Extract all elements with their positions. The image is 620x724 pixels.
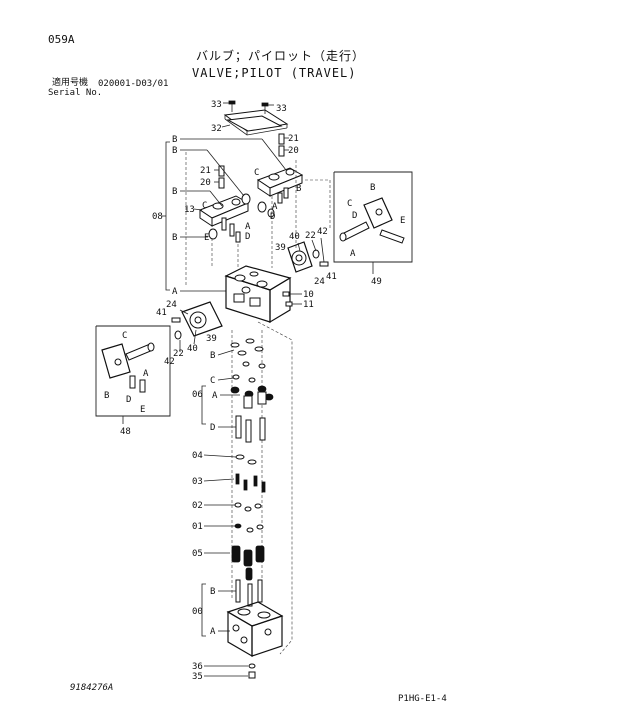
cam-assembly-part bbox=[198, 195, 250, 243]
letter-B: B bbox=[172, 233, 177, 243]
washer-part bbox=[235, 454, 257, 465]
valve-body-part bbox=[224, 265, 292, 324]
serial-label-english: Serial No. bbox=[48, 88, 103, 98]
title-japanese: バルブ；パイロット（走行） bbox=[196, 49, 366, 63]
callout-21-left: 21 bbox=[200, 166, 211, 176]
letter-B: B bbox=[172, 187, 177, 197]
letter-C: C bbox=[347, 199, 352, 209]
letter-C: C bbox=[202, 201, 207, 211]
callout-22-right: 22 bbox=[305, 231, 316, 241]
callout-35: 35 bbox=[192, 672, 203, 682]
detail-frame bbox=[333, 171, 413, 263]
letter-A: A bbox=[272, 202, 278, 212]
callout-20-right: 20 bbox=[288, 146, 299, 156]
letter-D: D bbox=[126, 395, 131, 405]
serial-label-japanese: 適用号機 bbox=[52, 78, 89, 88]
plug-part bbox=[248, 663, 256, 679]
callout-33-left: 33 bbox=[211, 100, 222, 110]
letter-B: B bbox=[172, 135, 177, 145]
letter-B: B bbox=[296, 184, 301, 194]
detail-frame bbox=[95, 325, 171, 417]
callout-01: 01 bbox=[192, 522, 203, 532]
callout-05: 05 bbox=[192, 549, 203, 559]
callout-11: 11 bbox=[303, 300, 314, 310]
callout-41-right: 41 bbox=[326, 272, 337, 282]
letter-C: C bbox=[122, 331, 127, 341]
seal-ring-part bbox=[208, 193, 275, 240]
plunger-part bbox=[230, 385, 274, 443]
pin-part bbox=[218, 165, 225, 189]
letter-A: A bbox=[210, 627, 216, 637]
seal-ring-part bbox=[230, 338, 266, 383]
spring-part bbox=[235, 473, 266, 493]
shim-part bbox=[234, 523, 264, 533]
letter-D: D bbox=[210, 423, 215, 433]
letter-D: D bbox=[245, 232, 250, 242]
callout-24-right: 24 bbox=[314, 277, 325, 287]
letter-A: A bbox=[143, 369, 149, 379]
pin-part bbox=[278, 133, 285, 157]
callout-39-left: 39 bbox=[206, 334, 217, 344]
callout-32: 32 bbox=[211, 124, 222, 134]
callout-40-right: 40 bbox=[289, 232, 300, 242]
shaft-part bbox=[339, 197, 405, 244]
callout-02: 02 bbox=[192, 501, 203, 511]
callout-03: 03 bbox=[192, 477, 203, 487]
letter-D: D bbox=[270, 212, 275, 222]
callout-10: 10 bbox=[303, 290, 314, 300]
callout-24-left: 24 bbox=[166, 300, 177, 310]
callout-36: 36 bbox=[192, 662, 203, 672]
callout-04: 04 bbox=[192, 451, 203, 461]
letter-C: C bbox=[210, 376, 215, 386]
callout-21-right: 21 bbox=[288, 134, 299, 144]
pedal-bracket-part bbox=[171, 301, 223, 340]
retainer-part bbox=[234, 502, 262, 512]
callout-49: 49 bbox=[371, 277, 382, 287]
letter-B: B bbox=[172, 146, 177, 156]
letter-B: B bbox=[210, 351, 215, 361]
callout-22-left: 22 bbox=[173, 349, 184, 359]
callout-40-left: 40 bbox=[187, 344, 198, 354]
callout-00: 00 bbox=[192, 607, 203, 617]
letter-A: A bbox=[350, 249, 356, 259]
letter-B: B bbox=[210, 587, 215, 597]
title-english: VALVE;PILOT (TRAVEL) bbox=[192, 66, 357, 80]
pedal-bracket-part bbox=[287, 241, 329, 273]
letter-E: E bbox=[204, 233, 209, 243]
shaft-part bbox=[101, 342, 155, 393]
cam-assembly-part bbox=[256, 167, 304, 204]
letter-A: A bbox=[172, 287, 178, 297]
sheet-code: P1HG-E1-4 bbox=[398, 694, 447, 704]
page-code: 059A bbox=[48, 33, 75, 46]
letter-E: E bbox=[140, 405, 145, 415]
letter-D: D bbox=[352, 211, 357, 221]
letter-A: A bbox=[245, 222, 251, 232]
callout-48: 48 bbox=[120, 427, 131, 437]
callout-13: 13 bbox=[184, 205, 195, 215]
letter-A: A bbox=[212, 391, 218, 401]
letter-B: B bbox=[104, 391, 109, 401]
callout-42-left: 42 bbox=[164, 357, 175, 367]
spring-part bbox=[231, 545, 265, 581]
serial-range: 020001-D03/01 bbox=[98, 79, 169, 89]
callout-06: 06 bbox=[192, 390, 203, 400]
letter-B: B bbox=[370, 183, 375, 193]
letter-C: C bbox=[254, 168, 259, 178]
casing-part bbox=[226, 601, 284, 658]
callout-08: 08 bbox=[152, 212, 163, 222]
callout-39-right: 39 bbox=[275, 243, 286, 253]
cover-plate-part bbox=[223, 109, 289, 136]
callout-20-left: 20 bbox=[200, 178, 211, 188]
drawing-number: 9184276A bbox=[70, 683, 114, 693]
callout-42-right: 42 bbox=[317, 227, 328, 237]
callout-33-right: 33 bbox=[276, 104, 287, 114]
callout-41-left: 41 bbox=[156, 308, 167, 318]
screw-part bbox=[228, 100, 269, 114]
letter-E: E bbox=[400, 216, 405, 226]
